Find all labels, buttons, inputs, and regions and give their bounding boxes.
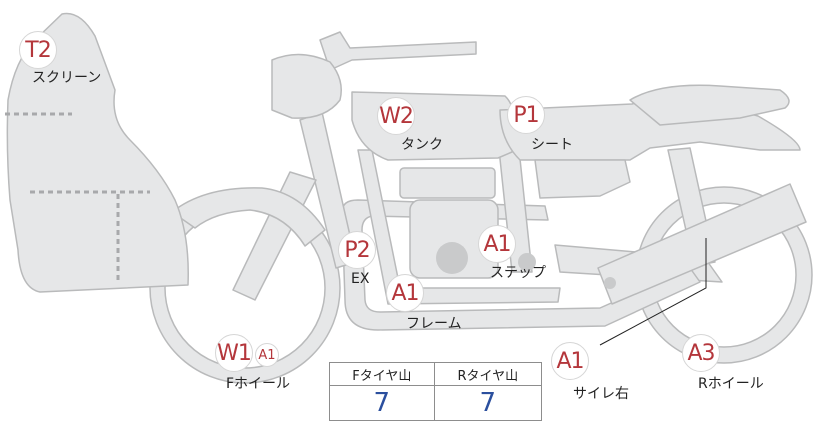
engine-top-shape bbox=[399, 167, 496, 199]
label-rear-wheel: Rホイール bbox=[698, 376, 764, 392]
tire-tread-value-row: 7 7 bbox=[329, 385, 543, 421]
marker-w1: W1 bbox=[215, 334, 253, 372]
front-tire-tread-header: Fタイヤ山 bbox=[329, 362, 435, 386]
label-tank: タンク bbox=[401, 137, 443, 153]
marker-p1: P1 bbox=[507, 96, 545, 134]
marker-a1-right: A1 bbox=[551, 342, 589, 380]
tire-tread-table: Fタイヤ山 Rタイヤ山 7 7 bbox=[329, 362, 543, 421]
marker-a1-small: A1 bbox=[255, 343, 279, 367]
marker-w2: W2 bbox=[377, 97, 415, 135]
side-cover-shape bbox=[534, 159, 631, 199]
muffler-shape bbox=[597, 183, 807, 305]
marker-a1-frame: A1 bbox=[386, 274, 424, 312]
front-fender-shape bbox=[171, 187, 326, 247]
label-ex: EX bbox=[351, 271, 370, 287]
tail-shape bbox=[629, 84, 790, 126]
step-peg-circle bbox=[604, 277, 616, 289]
label-screen: スクリーン bbox=[32, 70, 102, 86]
label-muffler-right: サイレ右 bbox=[573, 386, 629, 402]
rear-tire-tread-header: Rタイヤ山 bbox=[433, 362, 543, 386]
front-tire-tread-value: 7 bbox=[329, 385, 435, 421]
fairing-shape bbox=[6, 12, 189, 293]
headlight-shape bbox=[271, 53, 342, 119]
label-frame: フレーム bbox=[406, 316, 462, 332]
rear-tire-tread-value: 7 bbox=[433, 385, 543, 421]
marker-t2: T2 bbox=[19, 31, 57, 69]
marker-p2: P2 bbox=[338, 231, 376, 269]
label-seat: シート bbox=[531, 137, 573, 153]
label-front-wheel: Fホイール bbox=[226, 376, 291, 392]
marker-a1-step: A1 bbox=[478, 225, 516, 263]
engine-case-circle-large bbox=[436, 242, 468, 274]
muffler-leader-line bbox=[599, 238, 707, 346]
marker-a3: A3 bbox=[682, 334, 720, 372]
handlebar-shape bbox=[319, 31, 477, 71]
tire-tread-header-row: Fタイヤ山 Rタイヤ山 bbox=[329, 362, 543, 386]
engine-case-circle-small bbox=[518, 253, 536, 271]
label-step: ステップ bbox=[490, 265, 546, 281]
